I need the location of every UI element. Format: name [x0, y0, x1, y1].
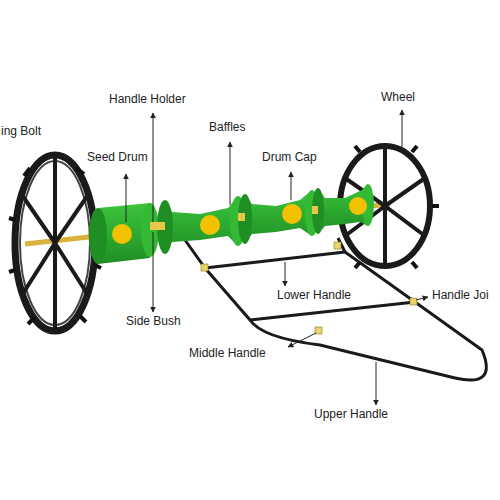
- part-label: Handle Joi: [431, 288, 490, 302]
- part-label: Baffles: [208, 120, 246, 134]
- part-label: Seed Drum: [86, 150, 149, 164]
- side-bushes: [150, 206, 318, 230]
- part-label: Drum Cap: [261, 150, 318, 164]
- handle-frame: [185, 238, 486, 380]
- leader-lines: [126, 110, 428, 405]
- left-wheel: [9, 155, 101, 331]
- seed-drums: [89, 184, 374, 264]
- part-label: ing Bolt: [0, 124, 42, 138]
- part-label: Middle Handle: [188, 346, 267, 360]
- part-label: Upper Handle: [313, 407, 389, 421]
- part-label: Side Bush: [125, 314, 182, 328]
- part-label: Handle Holder: [108, 92, 187, 106]
- part-label: Lower Handle: [276, 288, 352, 302]
- part-label: Wheel: [380, 90, 416, 104]
